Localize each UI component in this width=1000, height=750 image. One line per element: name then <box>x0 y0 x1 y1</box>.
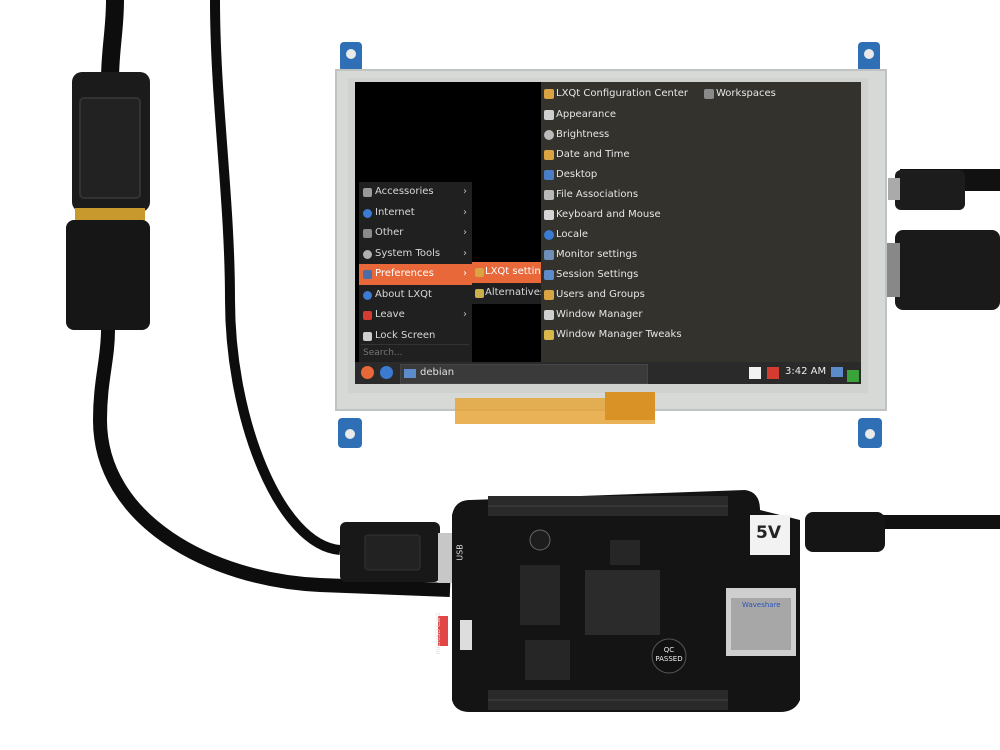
tools-icon <box>544 150 554 160</box>
power-icon <box>363 311 372 320</box>
taskbar-task-debian[interactable]: debian <box>400 364 648 384</box>
chevron-right-icon: › <box>463 247 467 259</box>
menu-item-about-lxqt[interactable]: About LXQt <box>359 285 472 306</box>
globe-icon <box>363 208 372 218</box>
chevron-right-icon: › <box>463 206 467 218</box>
workspaces-icon <box>704 89 714 99</box>
file-icon <box>544 190 554 200</box>
workspace-indicator-icon[interactable] <box>847 370 859 382</box>
settings-item-users-groups[interactable]: Users and Groups <box>543 285 645 305</box>
settings-item-workspaces[interactable]: Workspaces <box>703 84 776 104</box>
lcd-screen: Accessories› Internet› Other› System Too… <box>355 82 861 384</box>
preferences-icon <box>363 270 372 279</box>
processor-chip <box>585 570 660 635</box>
submenu-item-alternatives[interactable]: Alternatives <box>472 283 545 304</box>
terminal-icon <box>404 369 416 378</box>
chevron-right-icon: › <box>463 268 467 279</box>
appearance-icon <box>544 110 554 120</box>
settings-item-session-settings[interactable]: Session Settings <box>543 265 638 285</box>
alternatives-icon <box>475 288 484 298</box>
submenu-item-lxqt-settings[interactable]: LXQt settings <box>472 262 552 283</box>
hdmi-connector-gold <box>75 208 145 222</box>
lxqt-settings-list: LXQt Configuration Center Workspaces App… <box>541 82 861 362</box>
preferences-submenu: LXQt settings Alternatives <box>472 262 552 304</box>
lock-icon <box>363 331 372 341</box>
hdmi-cable-top <box>101 0 124 81</box>
settings-item-desktop[interactable]: Desktop <box>543 165 597 185</box>
qc-sticker <box>651 638 687 674</box>
chevron-right-icon: › <box>463 309 467 320</box>
menu-search-input[interactable] <box>361 344 469 361</box>
microsd-label: microSD Card <box>435 612 443 655</box>
tools-icon <box>544 290 554 300</box>
menu-item-accessories[interactable]: Accessories› <box>359 182 472 203</box>
locale-icon <box>544 230 554 240</box>
info-icon <box>363 290 372 300</box>
settings-item-locale[interactable]: Locale <box>543 225 588 245</box>
desktop-icon <box>544 170 554 180</box>
usb-label: USB <box>455 544 465 561</box>
settings-item-date-time[interactable]: Date and Time <box>543 145 630 165</box>
hdmi-adapter <box>66 220 150 330</box>
settings-item-monitor-settings[interactable]: Monitor settings <box>543 245 637 265</box>
usb-cable <box>210 0 341 555</box>
taskbar: debian 3:42 AM <box>355 362 861 384</box>
session-icon <box>544 270 554 280</box>
brand-label: Waveshare <box>742 601 781 609</box>
menu-item-leave[interactable]: Leave› <box>359 305 472 326</box>
chip-label: QC PASSED <box>655 646 683 663</box>
menu-item-lock-screen[interactable]: Lock Screen <box>359 326 472 347</box>
start-menu-icon[interactable] <box>361 366 374 379</box>
menu-item-other[interactable]: Other› <box>359 223 472 244</box>
monitor-icon <box>544 250 554 260</box>
notes-tray-icon[interactable] <box>749 367 761 379</box>
network-tray-icon[interactable] <box>767 367 779 379</box>
accessories-icon <box>363 188 372 197</box>
tools-icon <box>475 268 484 277</box>
settings-item-appearance[interactable]: Appearance <box>543 105 616 125</box>
chevron-right-icon: › <box>463 227 467 238</box>
settings-item-configuration-center[interactable]: LXQt Configuration Center <box>543 84 688 104</box>
microsd-slot <box>438 616 448 646</box>
taskbar-clock[interactable]: 3:42 AM <box>785 366 827 377</box>
tools-icon <box>544 89 554 99</box>
folder-icon <box>363 229 372 238</box>
menu-item-system-tools[interactable]: System Tools› <box>359 244 472 265</box>
app-menu: Accessories› Internet› Other› System Too… <box>359 182 472 362</box>
capacitor <box>529 529 551 551</box>
menu-item-internet[interactable]: Internet› <box>359 203 472 224</box>
settings-item-brightness[interactable]: Brightness <box>543 125 609 145</box>
voltage-label: 5V <box>756 523 781 543</box>
chevron-right-icon: › <box>463 186 467 197</box>
monitor-tray-icon[interactable] <box>831 367 843 377</box>
settings-item-window-manager-tweaks[interactable]: Window Manager Tweaks <box>543 325 682 345</box>
keyboard-icon <box>544 210 554 220</box>
browser-icon[interactable] <box>380 366 393 379</box>
menu-item-preferences[interactable]: Preferences› <box>359 264 472 285</box>
window-icon <box>544 310 554 320</box>
settings-item-keyboard-mouse[interactable]: Keyboard and Mouse <box>543 205 661 225</box>
power-jack-label <box>750 515 790 555</box>
gear-icon <box>363 249 372 259</box>
brightness-icon <box>544 130 554 140</box>
settings-item-window-manager[interactable]: Window Manager <box>543 305 642 325</box>
hdmi-cable-lower <box>92 329 451 597</box>
settings-item-file-associations[interactable]: File Associations <box>543 185 638 205</box>
window-tweaks-icon <box>544 330 554 340</box>
